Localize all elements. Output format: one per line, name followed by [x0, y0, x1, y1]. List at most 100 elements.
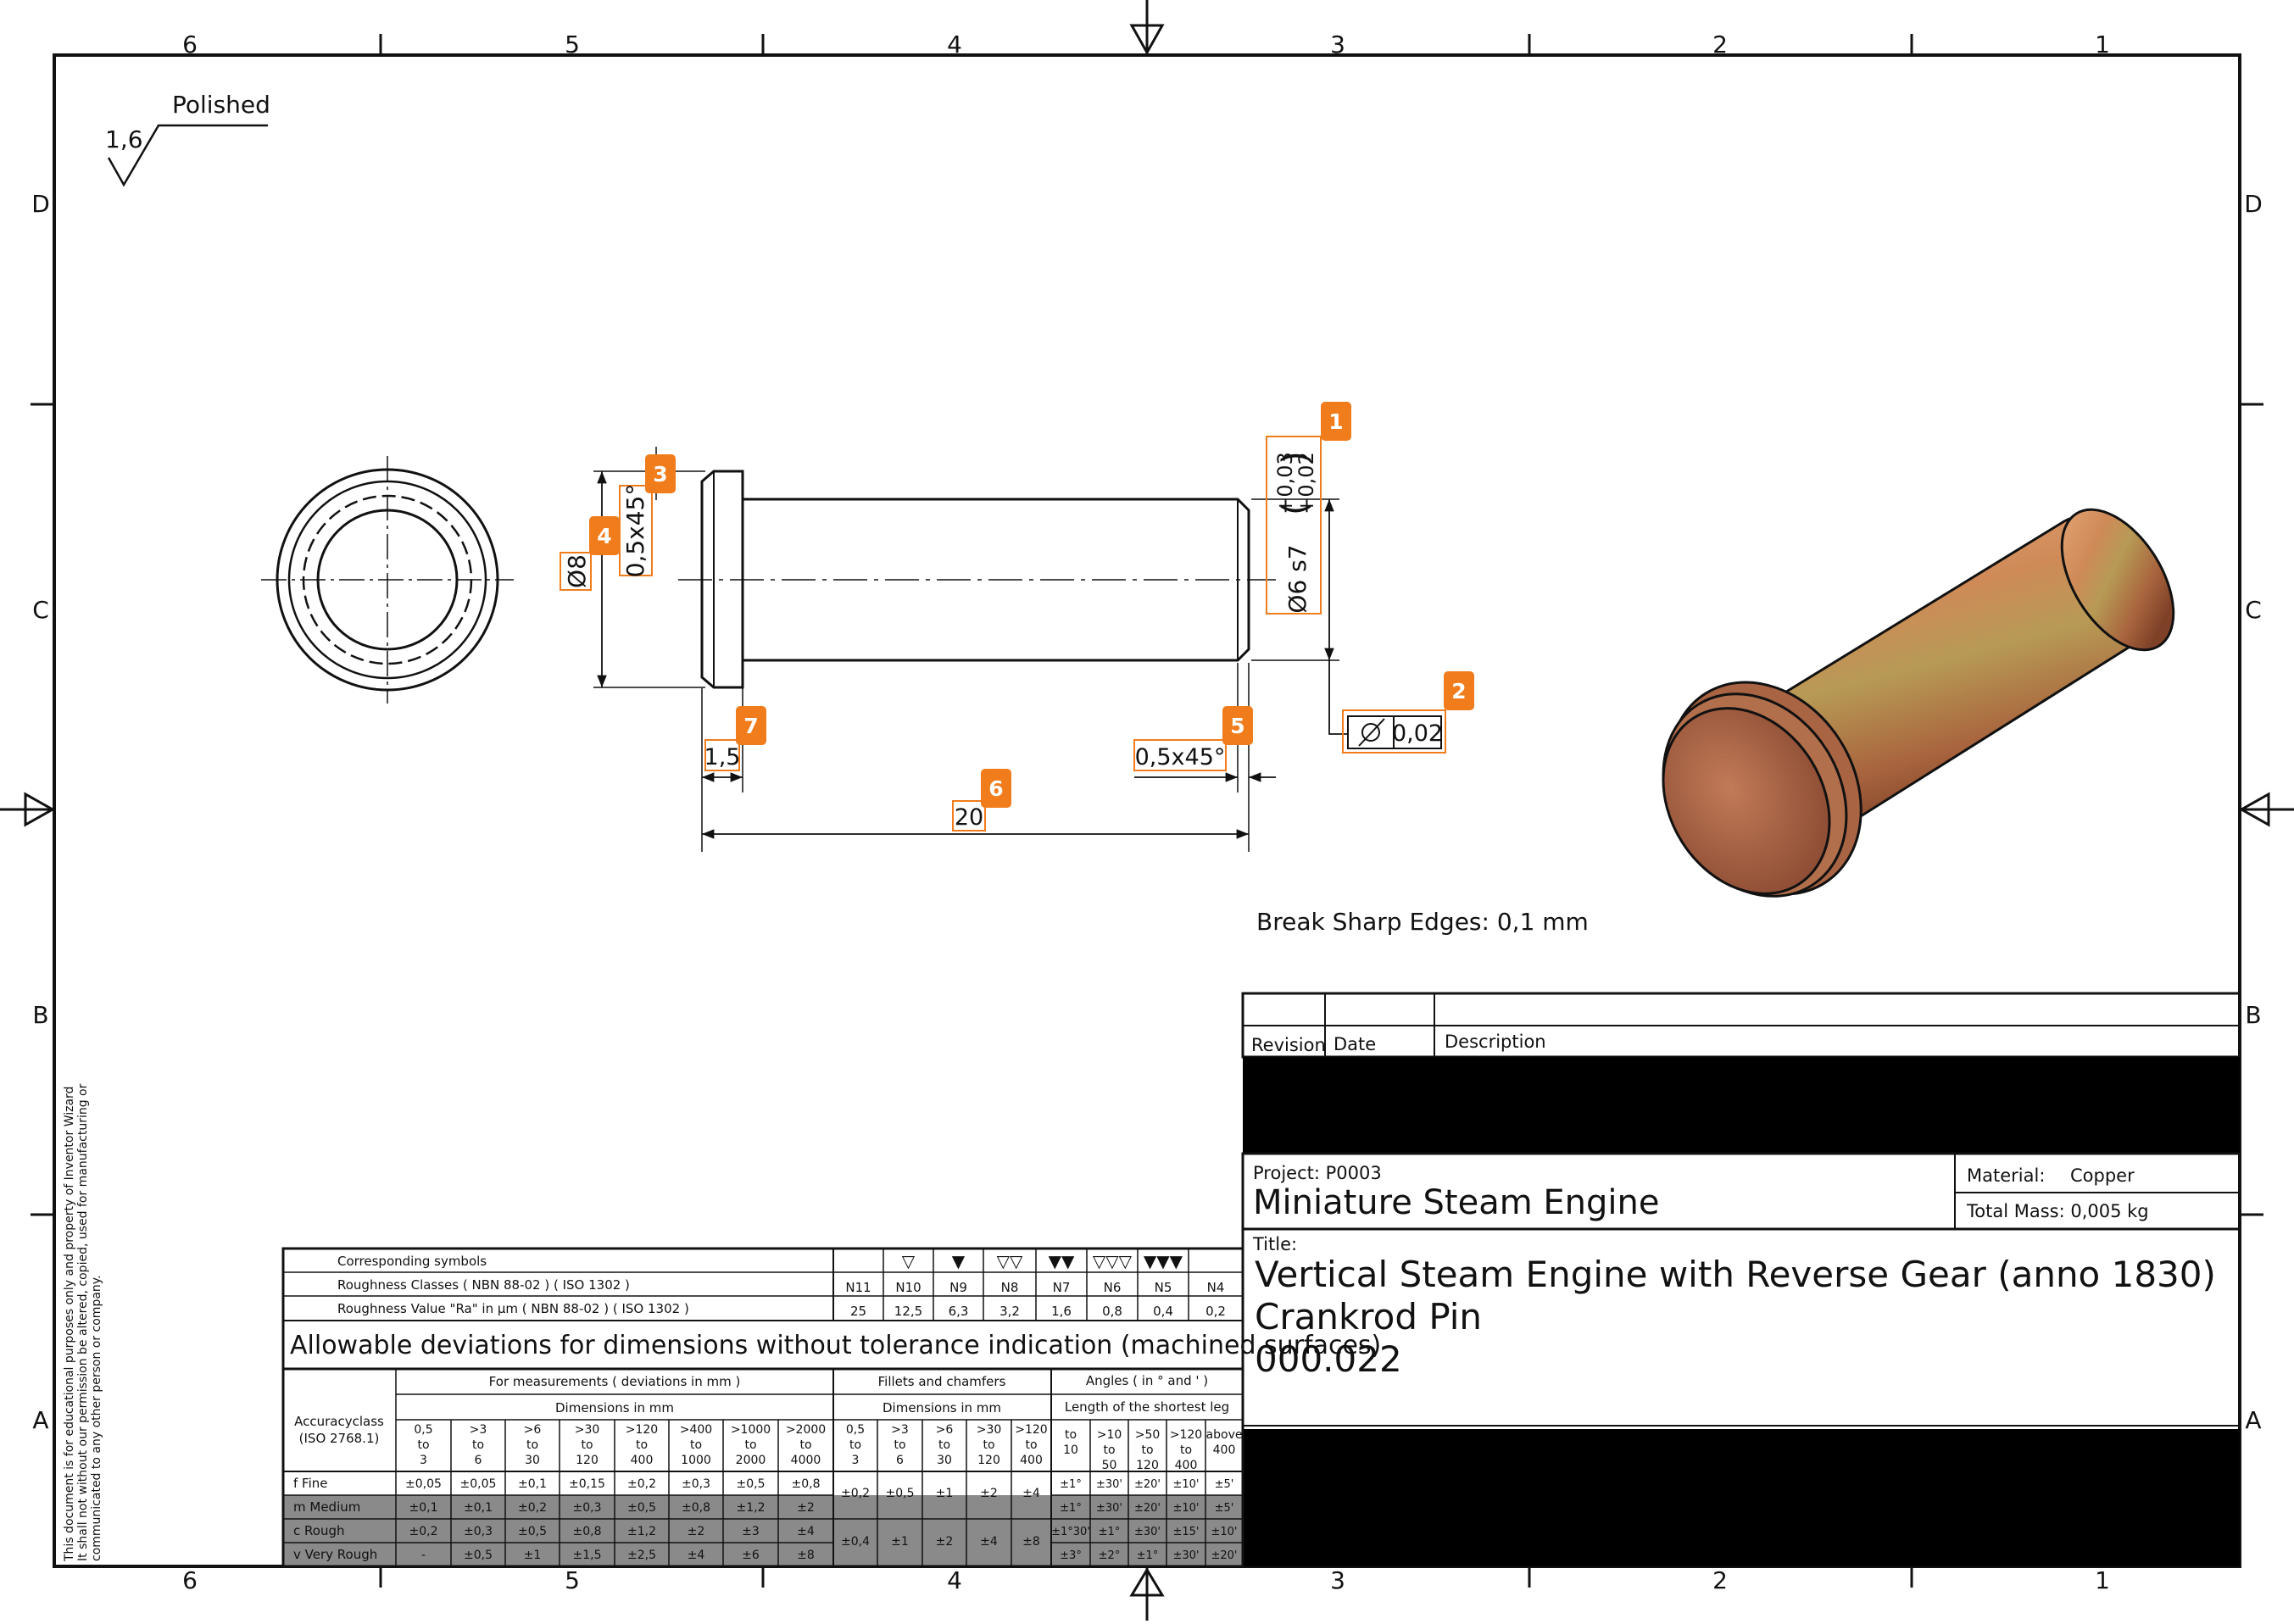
grid-col-label: 2	[1712, 31, 1728, 58]
range-cell: 1000	[681, 1454, 711, 1467]
revision-col-header: Description	[1445, 1032, 1546, 1052]
roughness-value: 0,4	[1153, 1304, 1173, 1319]
deviation-cell: ±1,2	[627, 1525, 656, 1538]
range-cell: 400	[631, 1454, 654, 1467]
surface-finish-note: Polished	[172, 91, 270, 119]
grid-col-label: 4	[947, 31, 962, 58]
deviation-cell: ±0,2	[409, 1525, 438, 1538]
angle-deviation-cell: ±10'	[1172, 1478, 1199, 1491]
range-cell: 400	[1213, 1443, 1236, 1457]
range-cell: 10	[1063, 1443, 1078, 1457]
range-cell: 50	[1102, 1459, 1117, 1472]
range-cell: above	[1206, 1428, 1243, 1442]
range-cell: 2000	[736, 1454, 766, 1467]
angle-deviation-cell: ±5'	[1215, 1502, 1234, 1515]
grid-row-label: B	[32, 1001, 48, 1029]
dim-shank-lower-tol: +0,02	[1295, 452, 1318, 514]
range-cell: 0,5	[414, 1423, 432, 1437]
grid-row-label: A	[32, 1406, 48, 1434]
callout-badge[interactable]: 3	[645, 454, 676, 493]
roughness-symbol-icon: ▽	[902, 1251, 916, 1271]
table-sub-header: Dimensions in mm	[883, 1400, 1001, 1415]
table-sub-header: Dimensions in mm	[555, 1400, 674, 1415]
range-cell: to	[799, 1438, 811, 1452]
range-cell: to	[1141, 1443, 1153, 1457]
legal-notice: This document is for educational purpose…	[63, 1083, 103, 1562]
range-cell: to	[983, 1438, 994, 1452]
roughness-class: N5	[1155, 1280, 1172, 1295]
range-cell: to	[526, 1438, 538, 1452]
deviation-cell: ±0,5	[737, 1477, 766, 1491]
project-label: Project: P0003	[1253, 1163, 1382, 1183]
revision-redaction	[1243, 1057, 2240, 1154]
range-cell: 3	[852, 1454, 860, 1467]
svg-text:6: 6	[988, 776, 1003, 801]
range-cell: 0,5	[846, 1423, 865, 1437]
callout-badge[interactable]: 1	[1321, 402, 1351, 441]
grid-col-label: 5	[565, 31, 580, 58]
range-cell: to	[417, 1438, 429, 1452]
callout-badge[interactable]: 2	[1444, 671, 1474, 710]
callout-badge[interactable]: 5	[1222, 706, 1253, 745]
roughness-class: N6	[1104, 1280, 1122, 1295]
range-cell: to	[849, 1438, 861, 1452]
range-cell: >3	[891, 1423, 909, 1437]
angle-deviation-cell: ±1°30'	[1051, 1526, 1090, 1538]
deviation-cell: ±0,8	[573, 1525, 602, 1538]
angle-deviation-cell: ±30'	[1096, 1502, 1122, 1515]
deviation-cell: ±8	[797, 1549, 815, 1562]
roughness-symbol-icon: ▼	[952, 1251, 966, 1271]
grid-col-label: 4	[947, 1566, 962, 1594]
range-cell: >1000	[731, 1423, 771, 1437]
angle-deviation-cell: ±20'	[1134, 1502, 1161, 1515]
range-cell: to	[1025, 1438, 1037, 1452]
range-cell: >120	[1015, 1423, 1047, 1437]
project-name: Miniature Steam Engine	[1253, 1183, 1660, 1222]
range-cell: to	[1065, 1428, 1077, 1442]
grid-row-label: C	[32, 596, 49, 624]
deviation-cell: ±4	[797, 1525, 815, 1538]
range-cell: >6	[936, 1423, 954, 1437]
deviation-cell: ±0,3	[573, 1501, 602, 1515]
svg-text:5: 5	[1230, 714, 1244, 738]
angle-deviation-cell: ±30'	[1096, 1478, 1122, 1491]
table-row-label: Roughness Classes ( NBN 88-02 ) ( ISO 13…	[337, 1277, 630, 1293]
angle-deviation-cell: ±30'	[1134, 1526, 1161, 1538]
roughness-class: N9	[949, 1280, 967, 1295]
accuracy-label: (ISO 2768.1)	[299, 1431, 380, 1446]
dim-head-thickness: 1,5	[704, 744, 741, 770]
fillet-deviation-cell: ±8	[1022, 1535, 1040, 1549]
roughness-value: 1,6	[1051, 1304, 1072, 1319]
deviation-cell: ±2,5	[627, 1549, 656, 1562]
fillet-deviation-cell: ±2	[980, 1487, 998, 1500]
range-cell: >2000	[786, 1423, 826, 1437]
angle-deviation-cell: ±30'	[1172, 1549, 1199, 1562]
grid-col-label: 3	[1330, 1566, 1345, 1594]
angle-deviation-cell: ±3°	[1060, 1549, 1082, 1562]
surface-finish-symbol: 1,6 Polished	[105, 91, 270, 187]
range-cell: 4000	[791, 1454, 821, 1467]
range-cell: 6	[475, 1454, 482, 1467]
callout-badge[interactable]: 6	[981, 769, 1011, 808]
title-redaction	[1243, 1429, 2240, 1566]
isometric-render	[1662, 508, 2175, 898]
grid-col-label: 1	[2095, 31, 2110, 58]
callout-badge[interactable]: 4	[589, 516, 620, 555]
grid-col-label: 1	[2095, 1566, 2110, 1594]
range-cell: >30	[575, 1423, 600, 1437]
callout-badge[interactable]: 7	[736, 706, 766, 745]
range-cell: 30	[525, 1454, 540, 1467]
grid-row-label: A	[2245, 1406, 2261, 1434]
deviation-cell: ±4	[688, 1549, 705, 1562]
deviation-cell: ±0,15	[569, 1477, 605, 1491]
deviation-cell: ±0,3	[682, 1477, 710, 1491]
table-sub-header: Length of the shortest leg	[1065, 1399, 1229, 1415]
range-cell: 3	[420, 1454, 427, 1467]
range-cell: 120	[576, 1454, 599, 1467]
revision-col-header: Revision	[1251, 1035, 1326, 1055]
angle-deviation-cell: ±1°	[1060, 1502, 1082, 1515]
fillet-deviation-cell: ±0,4	[841, 1535, 870, 1549]
angle-deviation-cell: ±1°	[1137, 1549, 1159, 1562]
deviation-cell: ±0,05	[460, 1477, 497, 1491]
roughness-value: 3,2	[999, 1304, 1020, 1319]
